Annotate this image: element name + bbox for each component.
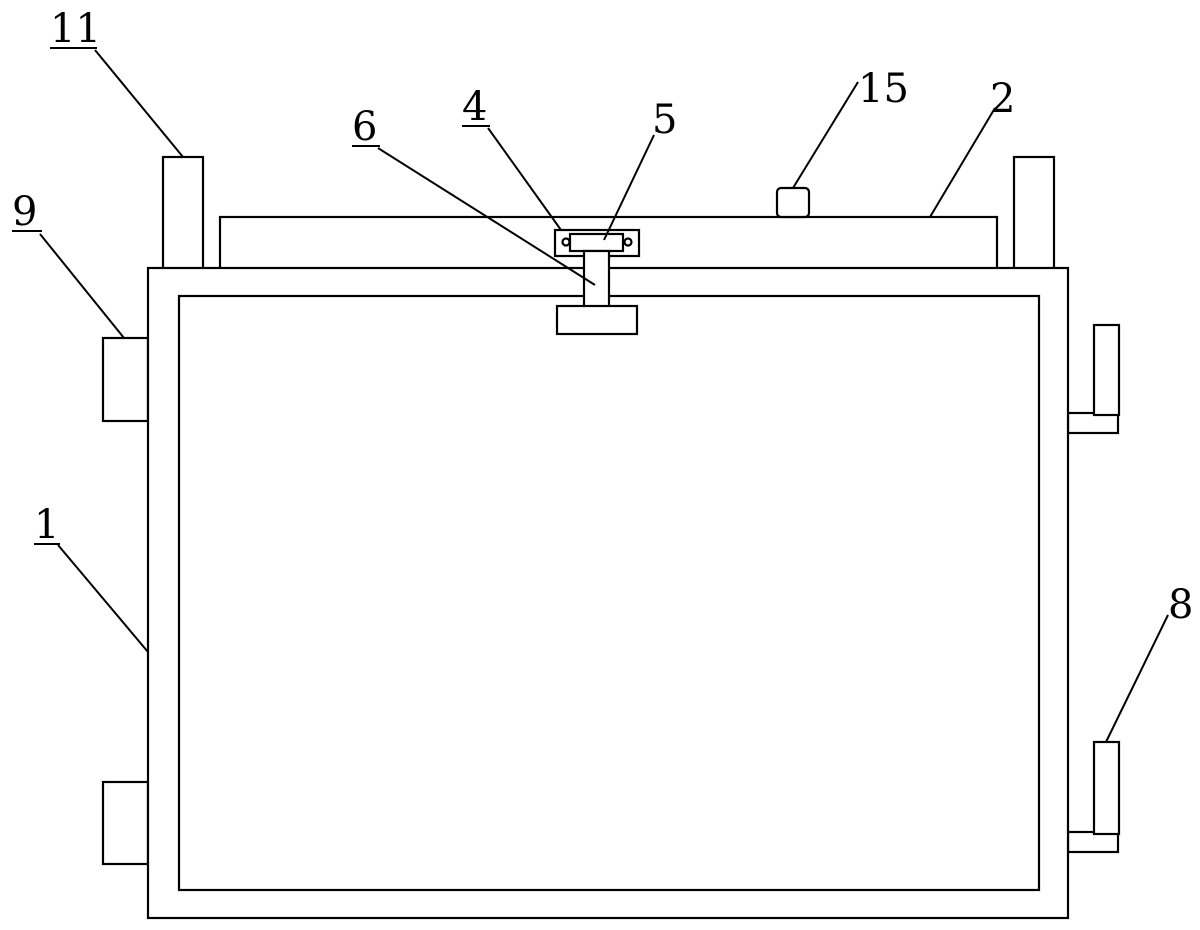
label-2: 2 xyxy=(990,76,1015,122)
clamp-bolt-left xyxy=(561,237,571,247)
left-top-post xyxy=(161,155,205,271)
leader-4 xyxy=(487,127,562,231)
left-side-block-upper xyxy=(101,336,150,423)
right-bracket-upper-post xyxy=(1092,323,1121,417)
clamp-bolt-right xyxy=(623,237,633,247)
label-8: 8 xyxy=(1168,582,1193,628)
label-6: 6 xyxy=(352,104,377,150)
leader-9 xyxy=(39,233,125,339)
leader-8 xyxy=(1105,614,1169,743)
leader-11 xyxy=(94,49,184,158)
leader-2 xyxy=(929,107,996,218)
leader-6 xyxy=(377,147,596,286)
label-11: 11 xyxy=(50,6,101,52)
right-bracket-upper xyxy=(1066,323,1121,435)
label-9: 9 xyxy=(12,189,37,235)
leader-1 xyxy=(57,544,149,653)
left-side-block-lower xyxy=(101,780,150,866)
label-5: 5 xyxy=(652,97,677,143)
knob xyxy=(775,186,811,219)
right-bracket-lower xyxy=(1066,740,1121,854)
right-bracket-lower-post xyxy=(1092,740,1121,836)
leader-15 xyxy=(792,81,859,189)
label-4: 4 xyxy=(462,84,487,130)
label-1: 1 xyxy=(34,502,59,548)
clamp-stem xyxy=(582,249,611,309)
main-housing-inner xyxy=(177,294,1041,892)
label-15: 15 xyxy=(858,66,909,112)
clamp-slider xyxy=(568,232,625,253)
leader-5 xyxy=(603,134,655,241)
right-top-post xyxy=(1012,155,1056,271)
clamp-pad xyxy=(555,304,639,336)
